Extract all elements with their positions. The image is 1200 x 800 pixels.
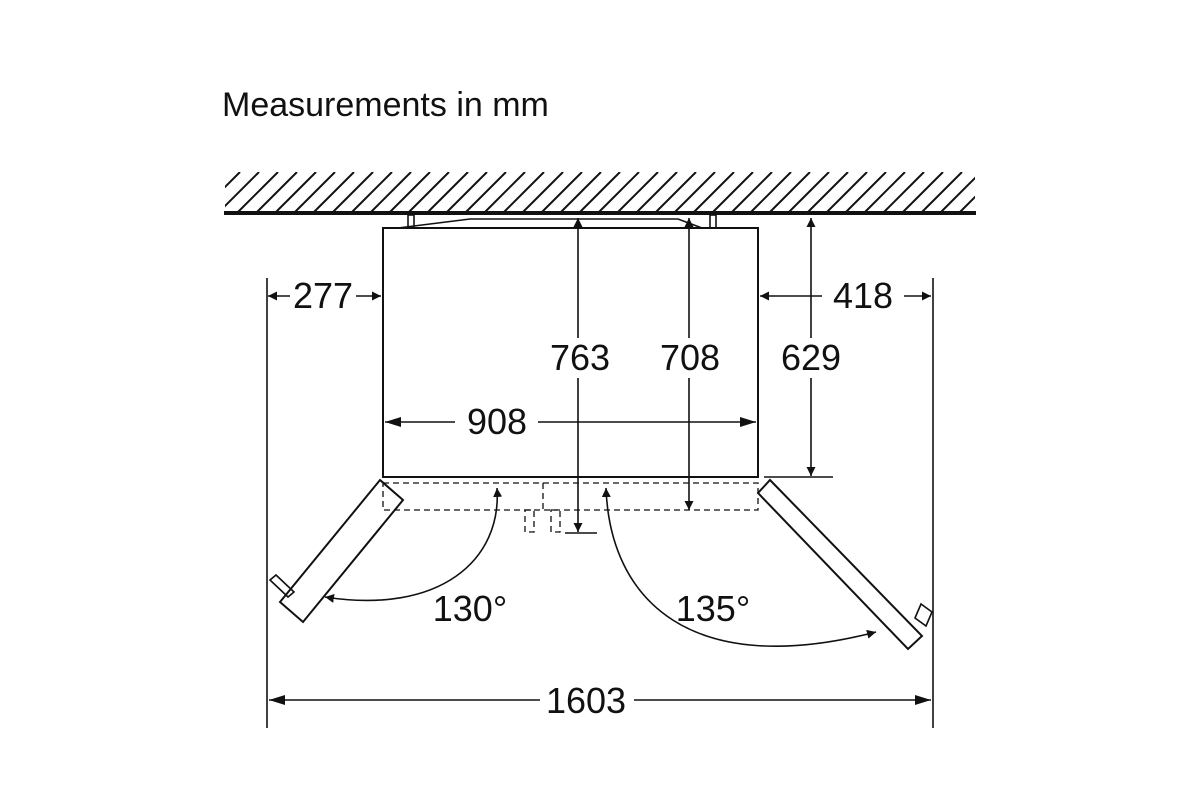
- hatch-line: [579, 172, 621, 212]
- hatch-line: [959, 195, 975, 212]
- hatch-line: [731, 172, 773, 212]
- hatch-line: [503, 172, 545, 212]
- dim-label-708: 708: [660, 337, 720, 378]
- angle-right-door: 135°: [601, 487, 877, 647]
- hatch-line: [465, 172, 507, 212]
- hatch-line: [256, 172, 298, 212]
- right-door-open: [756, 478, 933, 651]
- hatch-line: [389, 172, 431, 212]
- hatch-line: [225, 172, 260, 208]
- angle-left-door: 130°: [324, 487, 507, 629]
- hatch-line: [294, 172, 336, 212]
- hatch-line: [446, 172, 488, 212]
- hatch-line: [636, 172, 678, 212]
- hatch-line: [275, 172, 317, 212]
- rear-spacers: [397, 214, 717, 229]
- dim-label-277: 277: [293, 275, 353, 316]
- hatch-line: [351, 172, 393, 212]
- angle-label-135: 135°: [676, 588, 750, 629]
- hatch-line: [883, 172, 925, 212]
- hatch-line: [807, 172, 849, 212]
- hatch-line: [788, 172, 830, 212]
- hatch-line: [979, 172, 1019, 212]
- dim-left-clearance: 277: [268, 275, 381, 316]
- hatch-line: [332, 172, 374, 212]
- hatch-line: [408, 172, 450, 212]
- hatch-line: [674, 172, 716, 212]
- hatch-line: [940, 176, 975, 212]
- hatch-line: [522, 172, 564, 212]
- dim-label-629: 629: [781, 337, 841, 378]
- hatch-line: [750, 172, 792, 212]
- dim-label-1603: 1603: [546, 680, 626, 721]
- hatch-line: [845, 172, 887, 212]
- dim-label-763: 763: [550, 337, 610, 378]
- dim-label-418: 418: [833, 275, 893, 316]
- hatch-line: [769, 172, 811, 212]
- dim-total-width: 1603: [269, 680, 931, 721]
- hatch-line: [541, 172, 583, 212]
- hatch-line: [237, 172, 279, 212]
- hatch-line: [864, 172, 906, 212]
- hatch-line: [560, 172, 602, 212]
- hatch-line: [598, 172, 640, 212]
- dim-right-clearance: 418: [760, 275, 931, 316]
- hatch-line: [712, 172, 754, 212]
- closed-doors-outline: [382, 482, 759, 533]
- diagram-title: Measurements in mm: [222, 86, 549, 124]
- dim-depth-629: 629: [764, 218, 841, 478]
- hatch-line: [693, 172, 735, 212]
- dim-width-908: 908: [385, 401, 756, 442]
- hatch-line: [313, 172, 355, 212]
- dim-depth-708: 708: [660, 218, 720, 510]
- hatch-line: [484, 172, 526, 212]
- hatch-line: [617, 172, 659, 212]
- fridge-body: [382, 227, 759, 478]
- wall: [224, 172, 1038, 215]
- dim-label-908: 908: [467, 401, 527, 442]
- hatch-line: [225, 172, 241, 189]
- hatch-line: [427, 172, 469, 212]
- wall-hatching: [225, 172, 1038, 212]
- hatch-line: [655, 172, 697, 212]
- hatch-line: [998, 172, 1038, 212]
- hatch-line: [826, 172, 868, 212]
- hatch-line: [921, 172, 963, 212]
- hatch-line: [370, 172, 412, 212]
- angle-label-130: 130°: [433, 588, 507, 629]
- dim-depth-763: 763: [550, 218, 610, 534]
- hatch-line: [902, 172, 944, 212]
